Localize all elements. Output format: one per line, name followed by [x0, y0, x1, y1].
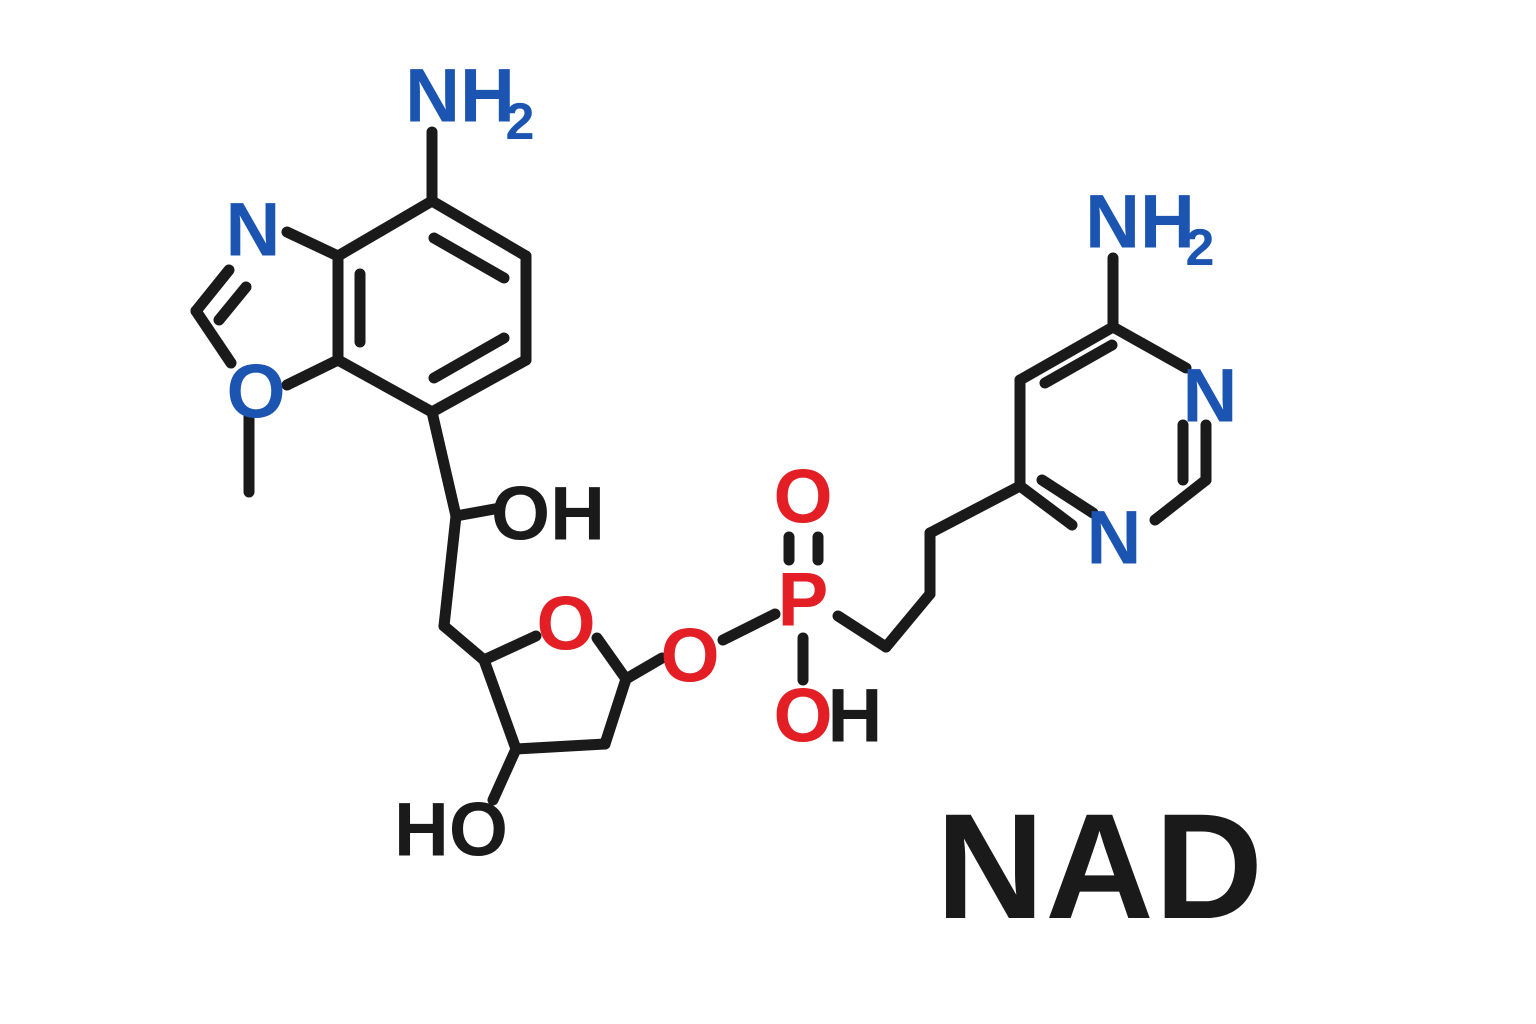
amine-label-left: NH 2: [405, 54, 534, 152]
benzene-bond-c6-c7: [426, 354, 532, 418]
amino-benzoxazole-fragment: N O NH 2: [190, 54, 534, 498]
benzene-inner-bond-topright: [428, 232, 510, 284]
pyrimidine-inner-bond-c5c4: [1039, 339, 1118, 389]
sugar-fragment: O OH HO: [394, 406, 668, 873]
oxazole-bond-o-c7b: [281, 354, 344, 391]
oxazole-bond-c7a-n: [281, 226, 344, 262]
pyrimidine-bond-c5-c4: [1014, 321, 1119, 386]
phosphate-fragment: O P O O H: [660, 455, 892, 759]
amine-left-subscript: 2: [506, 93, 535, 151]
phosphate-hydroxyl-h: H: [828, 674, 883, 759]
oxazole-bond-ch-o: [190, 305, 237, 369]
furanose-ring: O: [478, 582, 632, 755]
pyrimidine-n3-label: N: [1183, 354, 1238, 439]
bond-ester-oxygen-to-p: [717, 608, 781, 646]
amine-right-element: NH: [1085, 180, 1195, 265]
benzene-ring: [332, 195, 532, 418]
pyrimidine-n1-label: N: [1087, 496, 1142, 581]
chain-bond-c3-to-ring: [924, 480, 1026, 539]
amino-pyrimidine-fragment: N N NH 2: [1014, 180, 1238, 581]
pyrimidine-bond-c4-n3: [1107, 321, 1192, 374]
bond-ch2-to-ring-c4: [438, 620, 490, 666]
chain-bond-c1-c2: [880, 588, 936, 653]
bond-c3-to-hydroxyl: [487, 743, 522, 806]
furanose-bond-c4-o: [478, 630, 542, 666]
pyrimidine-bond-n1-c6: [1014, 480, 1078, 531]
phosphoryl-oxygen-label: O: [773, 455, 832, 540]
ring-hydroxyl-label: HO: [394, 788, 508, 873]
pyrimidine-inner-bond-c6n1: [1036, 474, 1099, 519]
ester-oxygen-label: O: [660, 614, 719, 699]
oxazole-nitrogen-label: N: [226, 188, 281, 273]
furanose-bond-c2-c3: [510, 738, 611, 755]
oxazole-bond-n-ch: [190, 264, 235, 317]
oxazole-inner-bond-cn: [213, 281, 252, 326]
benzene-bond-c7a-c4: [332, 195, 438, 262]
phosphate-hydroxyl-label: O H: [773, 674, 882, 759]
secondary-hydroxyl-label: OH: [491, 472, 605, 557]
furanose-bond-o-c1: [591, 632, 632, 685]
phosphorus-label: P: [778, 558, 829, 643]
furanose-bond-c3-c4: [478, 654, 522, 755]
pyrimidine-bond-c2-n1: [1149, 474, 1212, 526]
oxazole-oxygen-label: O: [226, 350, 285, 435]
phosphate-hydroxyl-o: O: [773, 674, 832, 759]
benzene-bond-c7-c7b: [332, 354, 438, 418]
amine-left-element: NH: [405, 54, 515, 139]
bond-carbinol-to-hydroxyl: [450, 502, 506, 522]
benzene-inner-bond-bottomright: [428, 332, 510, 384]
furanose-bond-c1-c2: [599, 673, 632, 750]
amine-label-right: NH 2: [1085, 180, 1214, 278]
page-title: NAD: [936, 782, 1264, 950]
benzene-bond-c4-c5: [426, 195, 532, 262]
propylene-chain: [880, 480, 1026, 653]
pyrimidine-ring: [1014, 321, 1212, 531]
bond-p-to-chain-c1: [832, 610, 892, 653]
amine-right-subscript: 2: [1186, 219, 1215, 277]
bond-carbinol-to-ch2: [438, 510, 462, 632]
oxazole-ring: [190, 226, 344, 391]
bond-c1-to-ester-oxygen: [620, 652, 668, 685]
bond-aryl-to-carbinol: [426, 406, 462, 522]
furanose-oxygen-label: O: [536, 582, 595, 667]
